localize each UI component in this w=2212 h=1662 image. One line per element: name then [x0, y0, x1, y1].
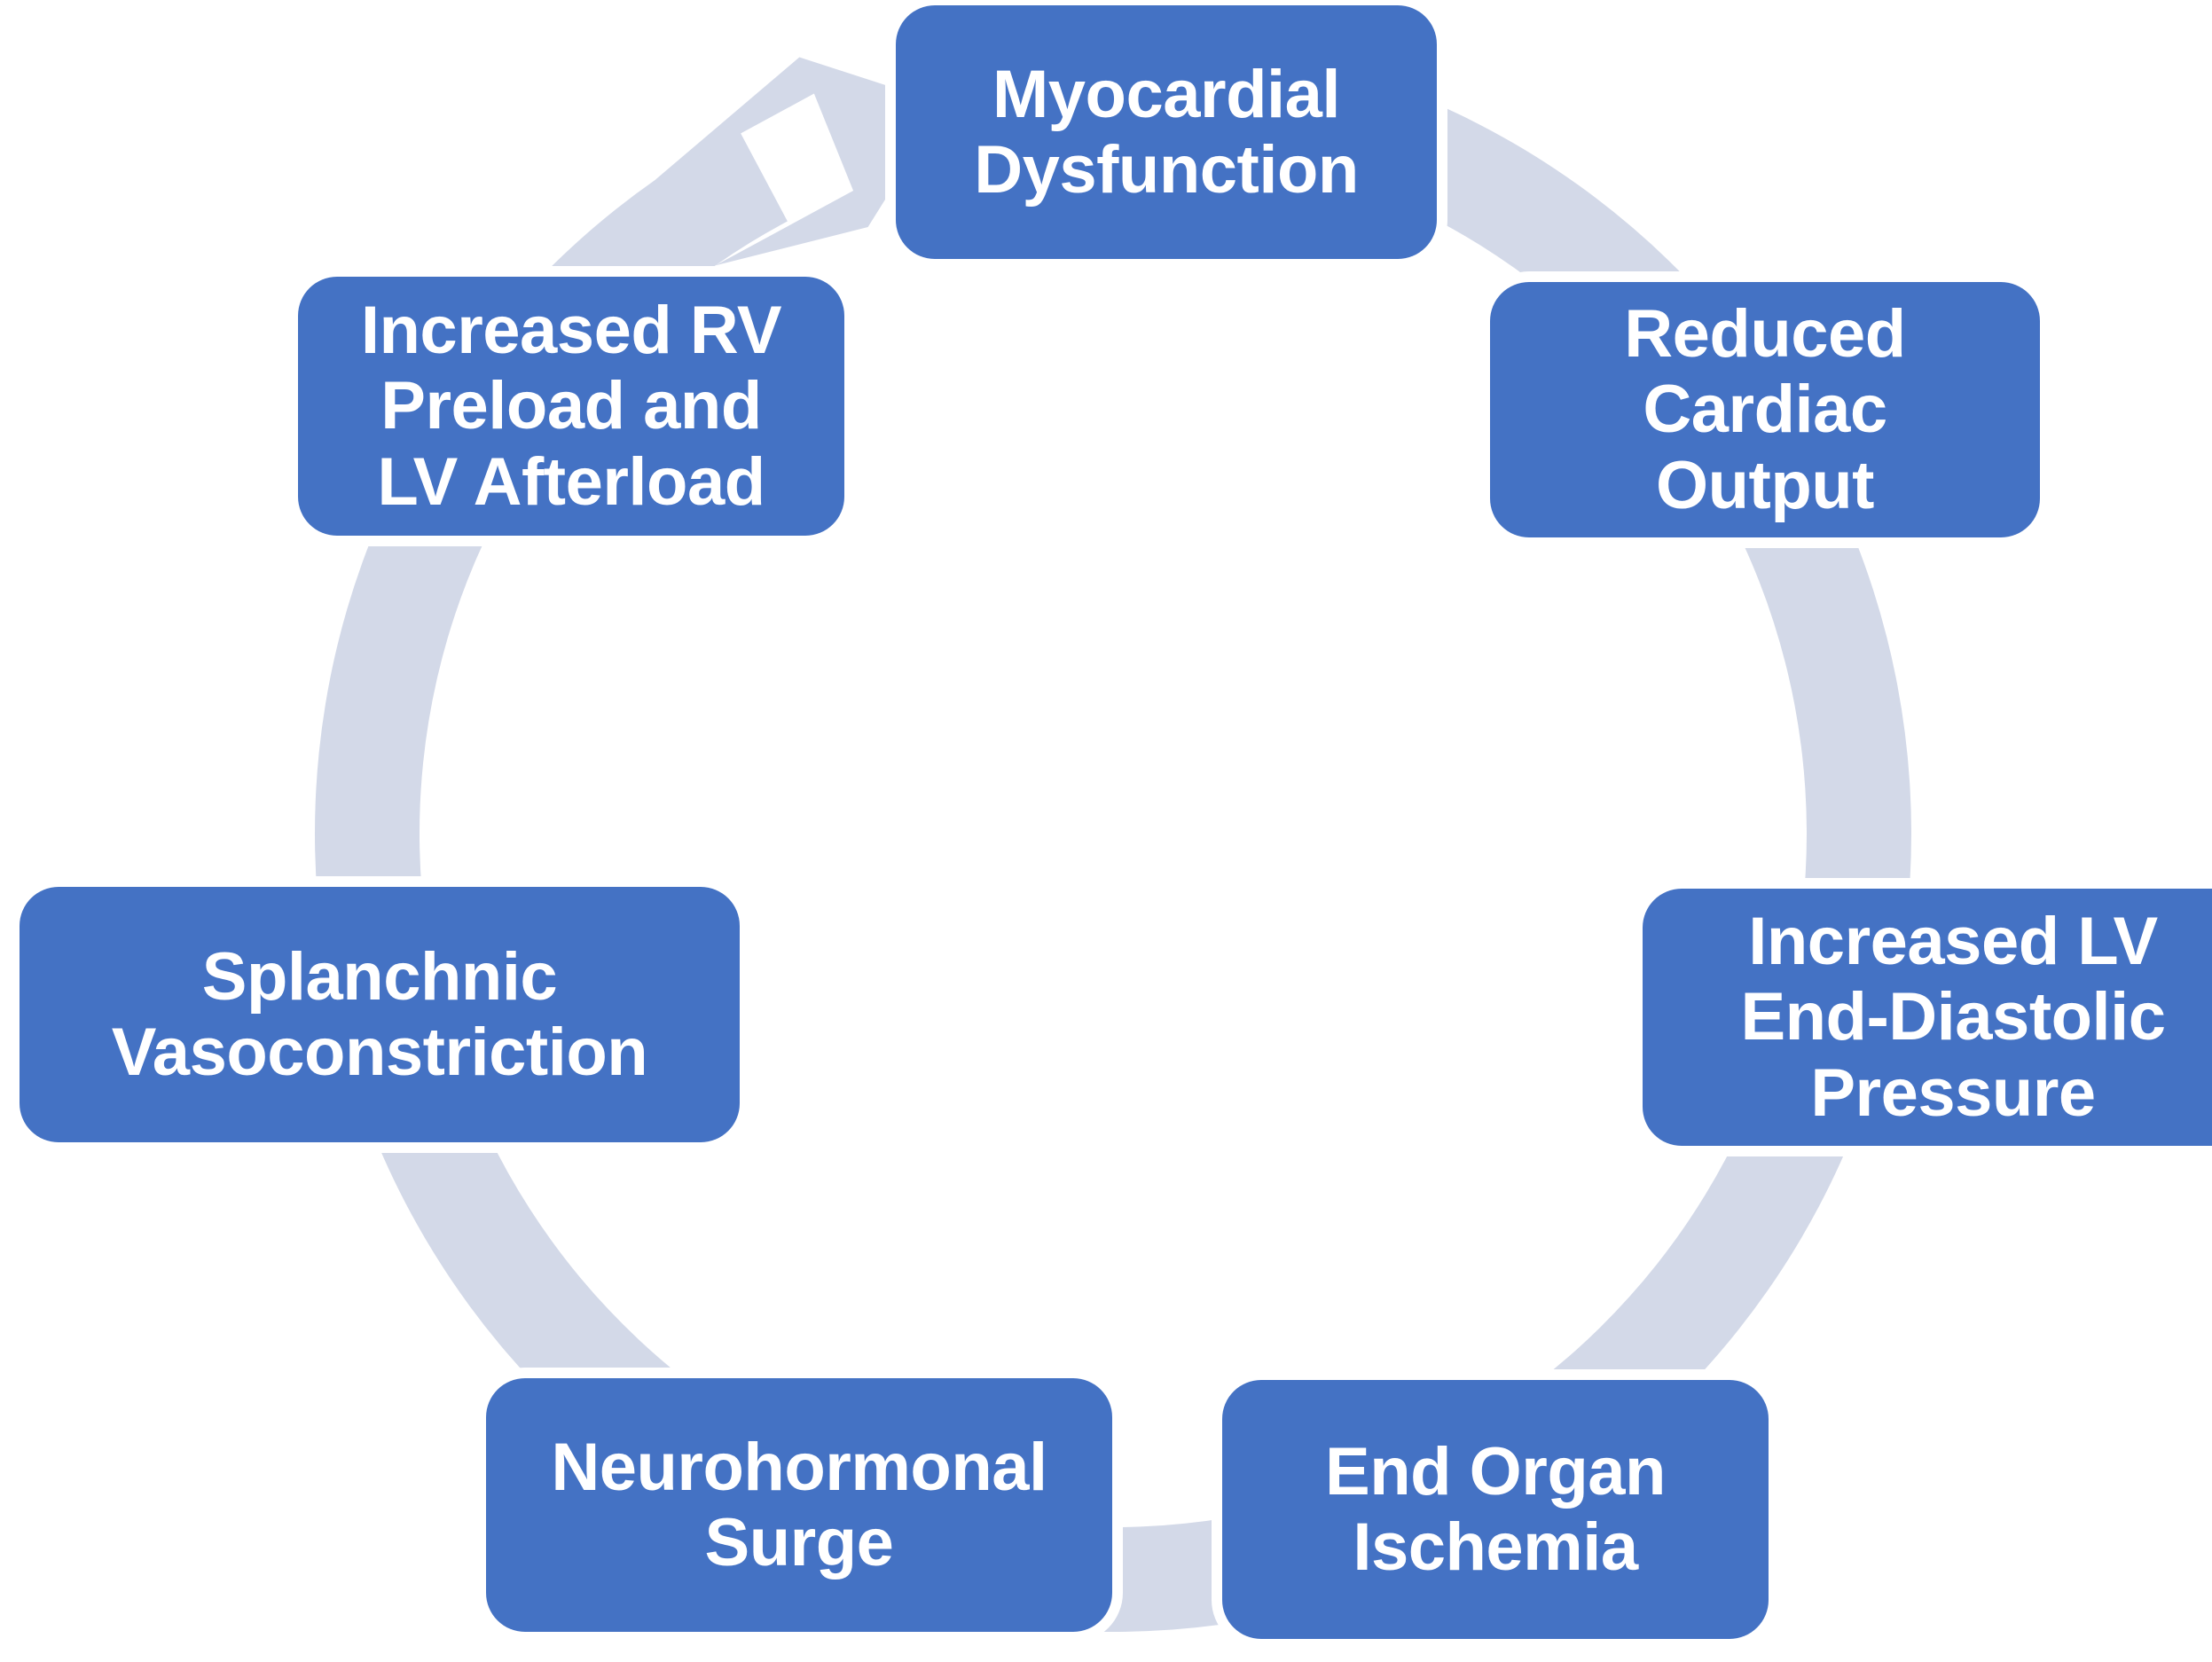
cycle-node-label: Reduced Cardiac Output	[1624, 296, 1906, 523]
cycle-node-label: End Organ Ischemia	[1325, 1433, 1666, 1585]
cycle-node-end-organ-ischemia[interactable]: End Organ Ischemia	[1222, 1380, 1769, 1639]
cycle-node-label: Increased LV End-Diastolic Pressure	[1740, 904, 2166, 1131]
cycle-node-label: Increased RV Preload and LV Afterload	[360, 293, 782, 520]
cycle-node-label: Myocardial Dysfunction	[974, 56, 1359, 208]
cycle-node-increased-lvedp[interactable]: Increased LV End-Diastolic Pressure	[1643, 889, 2212, 1146]
cycle-node-increased-rv-preload-lv-afterload[interactable]: Increased RV Preload and LV Afterload	[298, 277, 844, 536]
cycle-node-neurohormonal-surge[interactable]: Neurohormonal Surge	[486, 1378, 1112, 1632]
ring-arrowhead-icon	[655, 57, 945, 266]
cycle-node-label: Neurohormonal Surge	[551, 1429, 1047, 1580]
cycle-node-reduced-cardiac-output[interactable]: Reduced Cardiac Output	[1490, 282, 2040, 537]
cycle-node-myocardial-dysfunction[interactable]: Myocardial Dysfunction	[896, 5, 1437, 259]
cycle-node-label: Splanchnic Vasoconstriction	[111, 938, 648, 1090]
cycle-node-splanchnic-vasoconstriction[interactable]: Splanchnic Vasoconstriction	[20, 887, 740, 1142]
